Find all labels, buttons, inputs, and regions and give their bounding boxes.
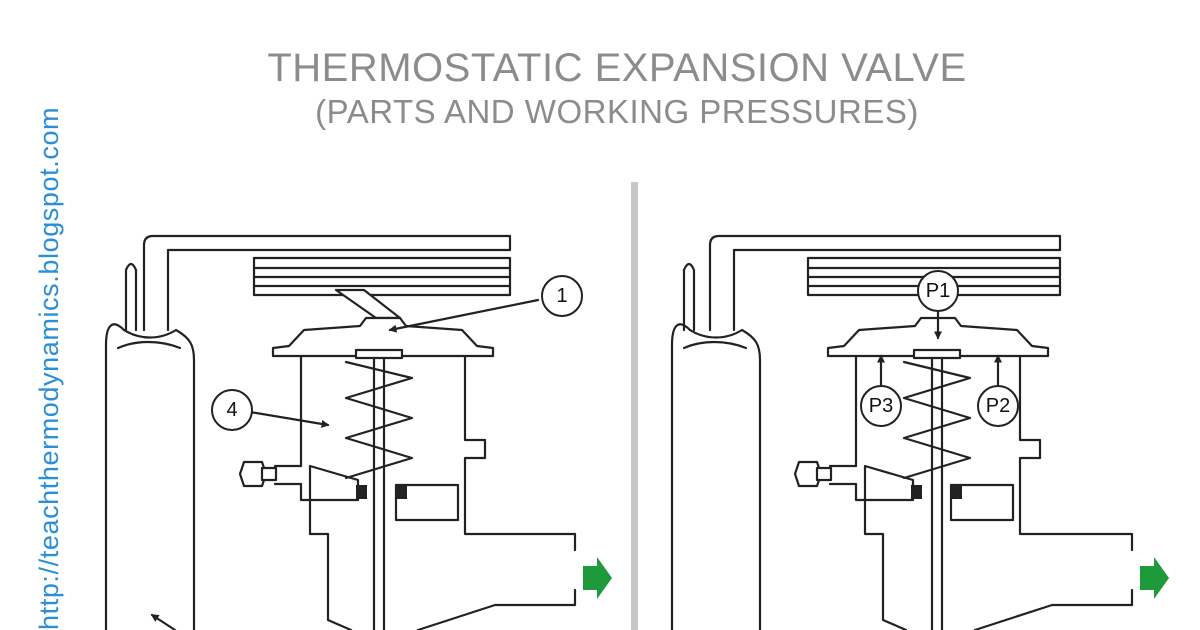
valve-body: [793, 354, 1134, 630]
callout-4: 4: [211, 389, 330, 431]
p1-label: P1: [926, 280, 950, 302]
diagram-subtitle: (PARTS AND WORKING PRESSURES): [315, 93, 919, 130]
diagram-title: THERMOSTATIC EXPANSION VALVE: [267, 46, 967, 90]
pressure-p3: P3: [860, 354, 902, 427]
outlet-arrow: [583, 557, 612, 599]
bulb-pointer-arrow: [150, 613, 177, 630]
callout-4-label: 4: [226, 399, 237, 421]
pressure-p1: P1: [917, 270, 959, 340]
outlet-arrow: [1140, 557, 1169, 599]
panel-divider: [631, 182, 638, 630]
valve-pressures-diagram: P1 P3 P2: [670, 234, 1169, 630]
sensing-bulb: [670, 262, 762, 630]
capillary-tube: [708, 234, 1062, 332]
push-pin-and-spring: [902, 348, 972, 630]
diaphragm-head: [252, 256, 512, 358]
pressure-p2: P2: [977, 354, 1019, 427]
valve-parts-diagram: 1 4: [104, 234, 612, 630]
p3-label: P3: [869, 395, 893, 417]
sensing-bulb: [104, 262, 196, 630]
callout-1-label: 1: [556, 285, 567, 307]
callout-1: 1: [388, 275, 583, 333]
valve-body: [238, 354, 577, 630]
capillary-tube: [142, 234, 512, 332]
p2-label: P2: [986, 395, 1010, 417]
push-pin-and-spring: [344, 348, 414, 630]
